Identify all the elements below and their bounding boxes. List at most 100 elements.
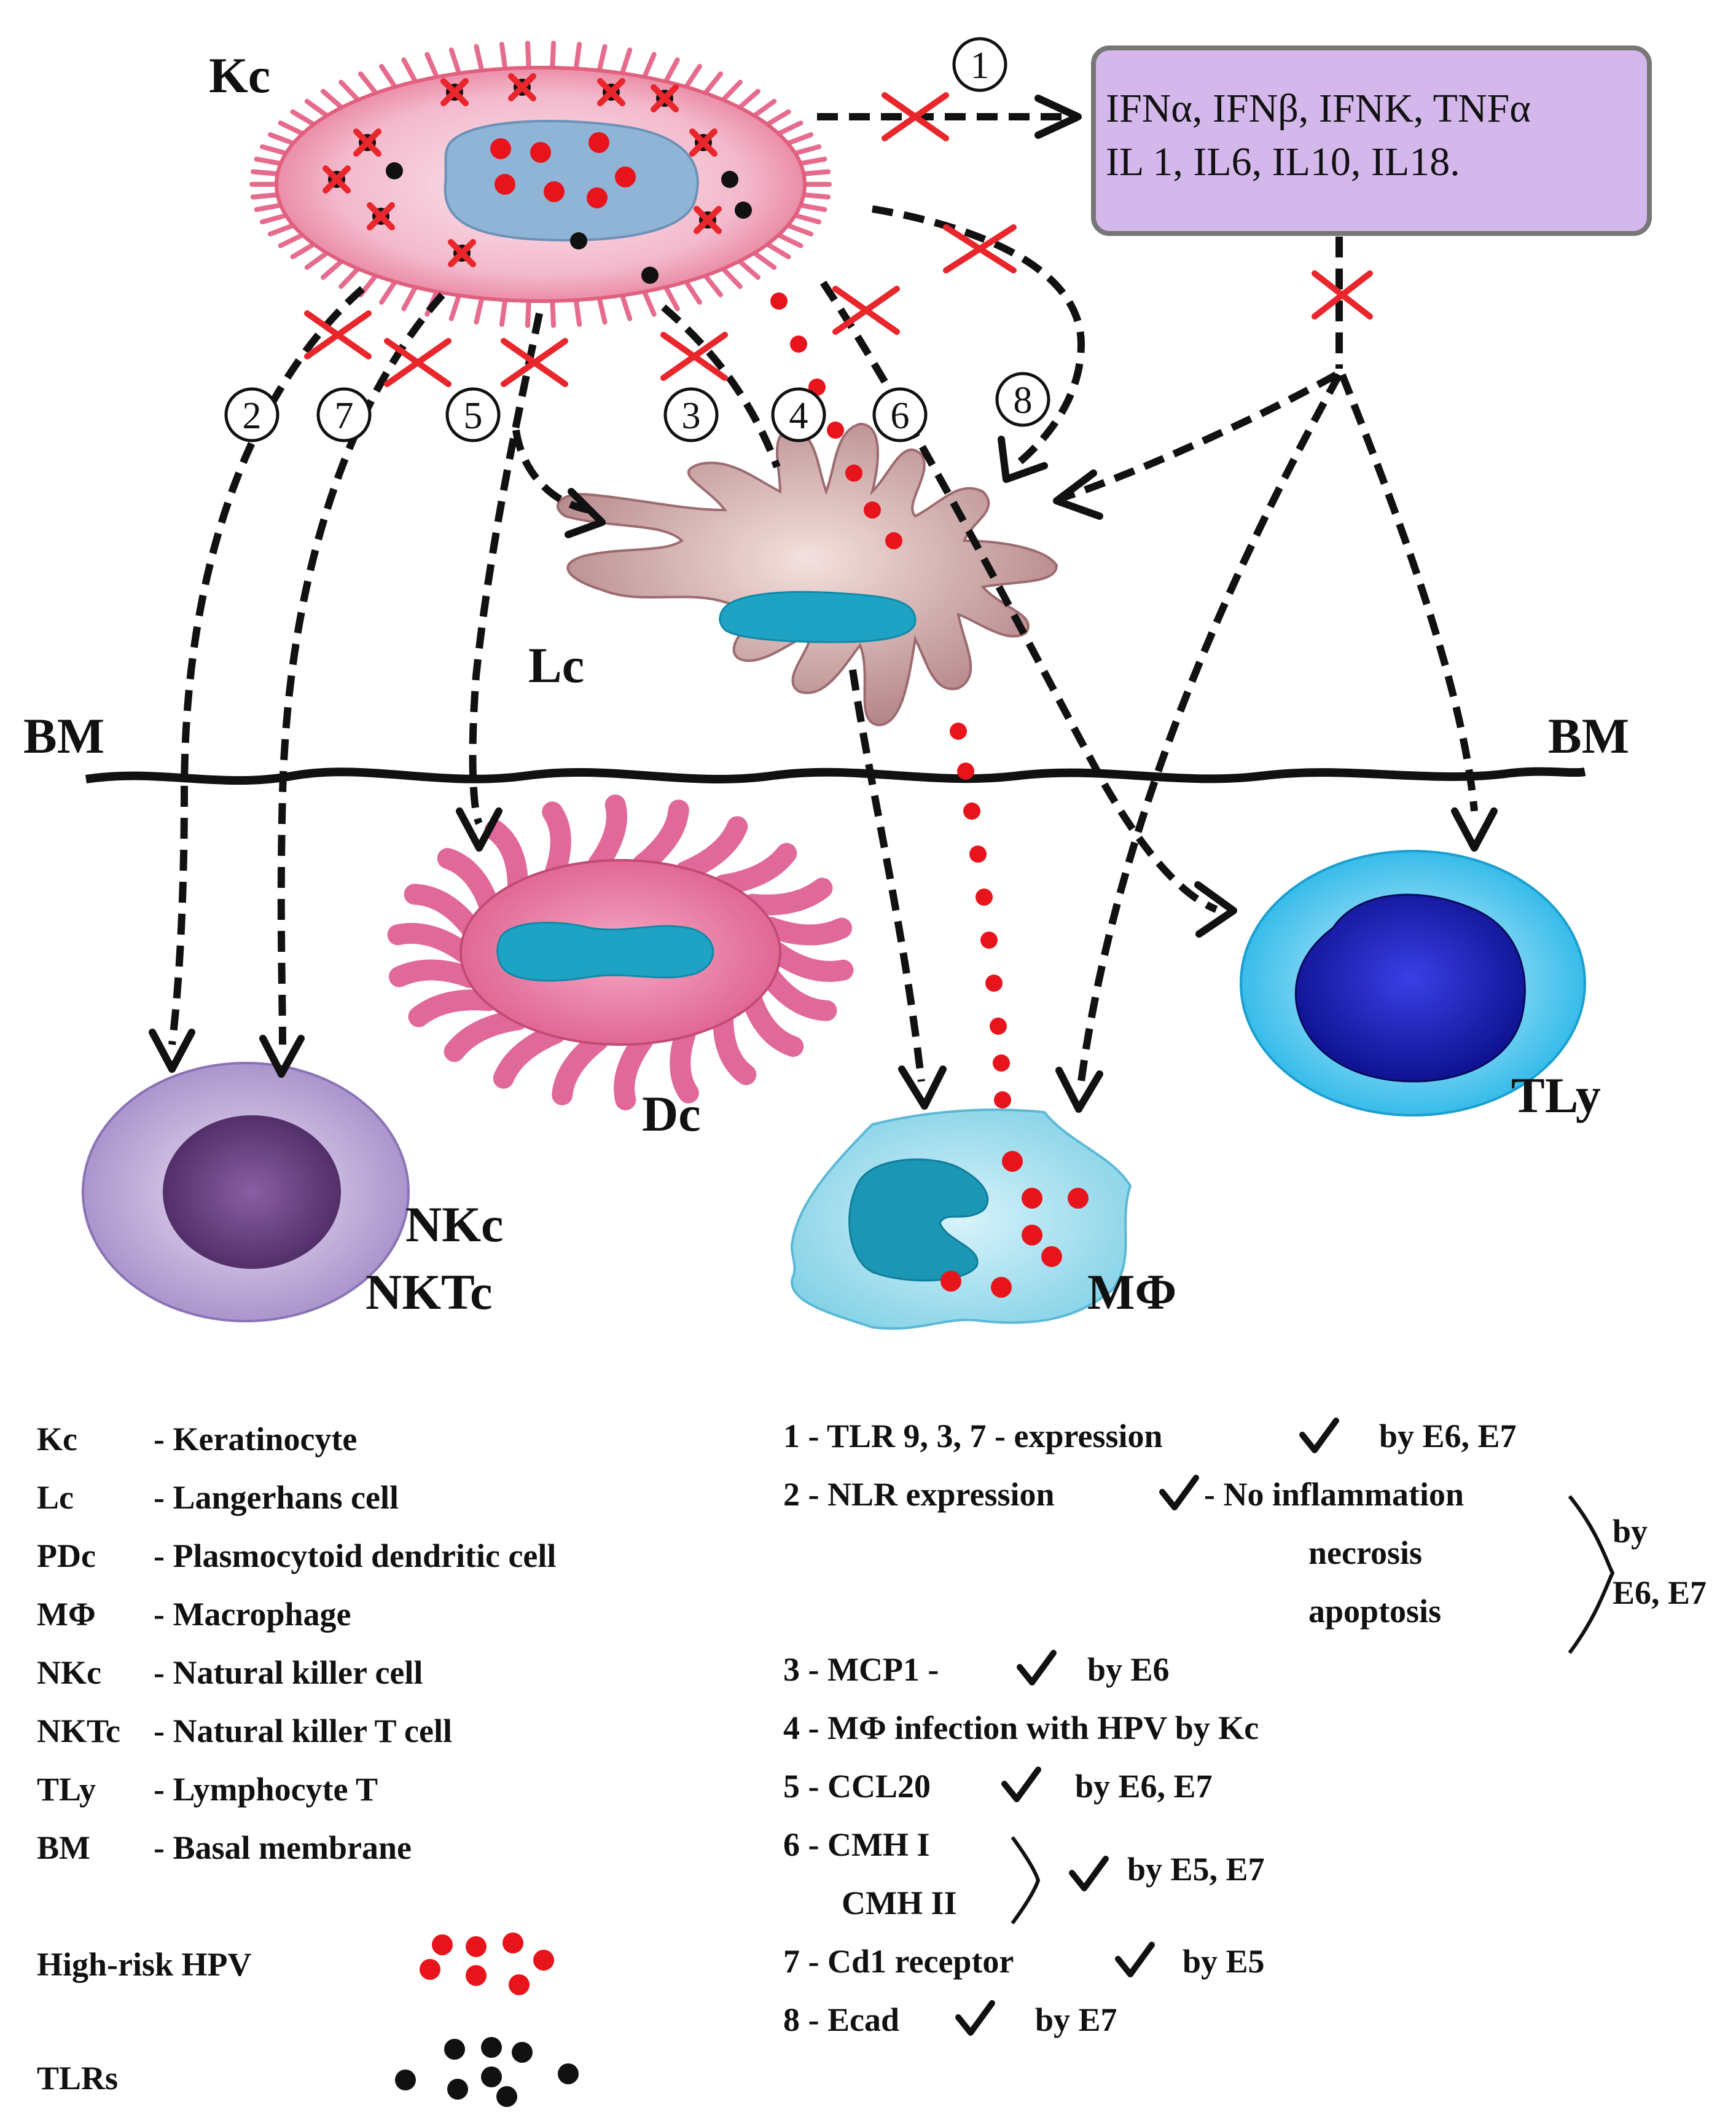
- mechanism-notes: 1 - TLR 9, 3, 7 - expression by E6, E7 2…: [783, 1418, 1707, 2038]
- keratinocyte-spike: [250, 169, 280, 176]
- note-4: 4 - MΦ infection with HPV by Kc: [783, 1709, 1259, 1746]
- legend-abbr: NKc: [37, 1654, 101, 1691]
- keratinocyte-spike: [304, 98, 330, 119]
- dendritic-arm: [760, 967, 837, 1021]
- keratinocyte-spike: [267, 132, 296, 146]
- keratinocyte-spike: [721, 79, 743, 103]
- keratinocyte-spike: [267, 222, 296, 237]
- keratinocyte-spike: [550, 298, 557, 328]
- step-circle: [316, 387, 372, 442]
- step-number: 1: [971, 45, 990, 87]
- keratinocyte-spike: [474, 296, 485, 325]
- label-lc: Lc: [528, 637, 584, 693]
- dendritic-arm: [552, 1030, 609, 1105]
- note-7: 7 - Cd1 receptor: [783, 1943, 1014, 1980]
- note-5-by: by E6, E7: [1075, 1768, 1213, 1805]
- dendritic-arm: [388, 959, 481, 988]
- legend-abbr: PDc: [37, 1537, 96, 1574]
- keratinocyte-spike: [401, 284, 418, 312]
- langerhans-cell: [556, 422, 1058, 727]
- keratinocyte-spike: [801, 192, 831, 200]
- keratinocyte-spike: [525, 41, 531, 71]
- keratinocyte-spike: [683, 64, 702, 90]
- keratinocyte-spike: [776, 232, 803, 248]
- legend-abbreviations: Kc - Keratinocyte Lc - Langerhans cell P…: [37, 1421, 556, 1866]
- legend-abbr: Kc: [37, 1421, 77, 1458]
- step-circle: [771, 387, 826, 442]
- legend-desc: - Natural killer T cell: [154, 1713, 452, 1749]
- legend-desc: - Natural killer cell: [154, 1654, 423, 1691]
- label-bm-left: BM: [23, 708, 104, 764]
- keratinocyte-spike: [259, 213, 289, 225]
- keratinocyte-spike: [573, 42, 582, 71]
- dendritic-arm: [632, 799, 689, 875]
- keratinocyte-spike: [798, 156, 827, 167]
- keratinocyte-spike: [703, 71, 724, 96]
- keratinocyte-spike: [321, 259, 345, 280]
- note-6-by: by E5, E7: [1127, 1851, 1265, 1888]
- note-7-by: by E5: [1183, 1943, 1265, 1980]
- right-brace-icon: [1011, 1836, 1041, 1925]
- keratinocyte-spike: [596, 44, 608, 73]
- label-macrophage: MΦ: [1087, 1264, 1176, 1320]
- keratinocyte-spike: [765, 241, 791, 259]
- keratinocyte-spike: [785, 132, 814, 146]
- langerhans-nucleus: [719, 591, 917, 643]
- macrophage-nucleus: [848, 1158, 989, 1282]
- step-number: 5: [464, 395, 483, 437]
- hpv-particles-in-kc-nucleus: [490, 132, 636, 208]
- keratinocyte-spike: [792, 144, 822, 156]
- note-8: 8 - Ecad: [783, 2001, 899, 2038]
- keratinocyte-spike: [448, 292, 462, 321]
- decrease-check-icon: [1159, 1475, 1199, 1510]
- note-3: 3 - MCP1 -: [783, 1651, 939, 1688]
- step-number: 4: [789, 395, 808, 437]
- keratinocyte-spike: [401, 57, 418, 84]
- keratinocyte-spike: [642, 289, 657, 317]
- keratinocyte-spike: [254, 156, 283, 167]
- keratinocyte-spike: [765, 109, 791, 127]
- decrease-check-icon: [1299, 1418, 1339, 1453]
- decrease-check-icon: [955, 2000, 995, 2036]
- dendritic-arm: [437, 848, 499, 915]
- keratinocyte-spike: [290, 241, 316, 259]
- macrophage-cell: [791, 1109, 1132, 1330]
- keratinocyte-spike: [642, 52, 657, 80]
- keratinocyte-spike: [525, 298, 531, 328]
- keratinocyte-spike: [338, 79, 361, 103]
- dendritic-arm: [674, 816, 748, 882]
- label-nktc: NKTc: [366, 1264, 493, 1320]
- keratinocyte-spike: [663, 284, 680, 312]
- keratinocyte-spike: [550, 41, 557, 71]
- dendritic-arm: [387, 923, 474, 963]
- note-2: 2 - NLR expression: [783, 1476, 1055, 1513]
- legend-desc: - Lymphocyte T: [154, 1771, 378, 1808]
- cytokine-line-1: IFNα, IFNβ, IFNK, TNFα: [1106, 86, 1531, 131]
- legend-desc: - Langerhans cell: [154, 1479, 399, 1516]
- dendritic-arm: [587, 795, 627, 875]
- legend-desc: - Plasmocytoid dendritic cell: [154, 1537, 556, 1574]
- note-3-by: by E6: [1087, 1651, 1170, 1688]
- keratinocyte-spike: [278, 232, 305, 248]
- t-lymphocyte-nucleus: [1294, 893, 1526, 1083]
- step-circle: [224, 387, 280, 442]
- keratinocyte-spike: [721, 266, 743, 289]
- hpv-infection-dotted-path: [770, 292, 1011, 1109]
- keratinocyte-spike: [379, 64, 398, 90]
- step-circle: [663, 387, 719, 442]
- tlr-legend-dots: [395, 2037, 579, 2107]
- note-2-by-a: by: [1613, 1513, 1648, 1550]
- keratinocyte-spike: [619, 47, 633, 76]
- keratinocyte-spike: [792, 213, 822, 225]
- keratinocyte-spike: [499, 42, 508, 71]
- note-2-by-b: E6, E7: [1613, 1574, 1707, 1611]
- dendritic-arm: [741, 877, 833, 916]
- keratinocyte-spike: [619, 292, 633, 321]
- step-circle: [872, 387, 928, 442]
- legend-abbr: MΦ: [37, 1596, 96, 1633]
- dendritic-arm: [712, 1009, 757, 1085]
- right-brace-icon: [1568, 1495, 1615, 1654]
- dendritic-arm: [741, 990, 804, 1057]
- keratinocyte-spike: [776, 120, 803, 136]
